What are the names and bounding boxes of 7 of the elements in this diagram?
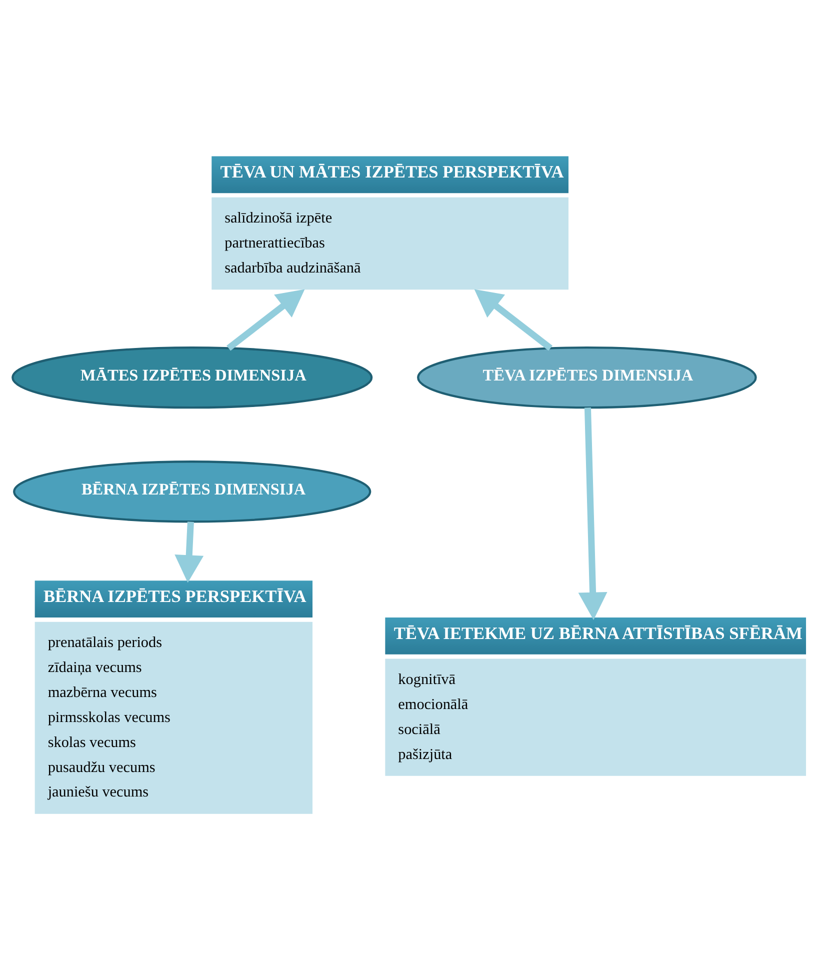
arrow bbox=[174, 522, 204, 583]
arrow bbox=[474, 289, 552, 351]
arrow bbox=[578, 408, 608, 620]
node-ellipse: MĀTES IZPĒTES DIMENSIJA bbox=[12, 346, 373, 409]
arrow bbox=[226, 289, 305, 351]
node-ellipse: BĒRNA IZPĒTES DIMENSIJA bbox=[13, 460, 372, 523]
node-ellipse: TĒVA IZPĒTES DIMENSIJA bbox=[417, 346, 757, 409]
